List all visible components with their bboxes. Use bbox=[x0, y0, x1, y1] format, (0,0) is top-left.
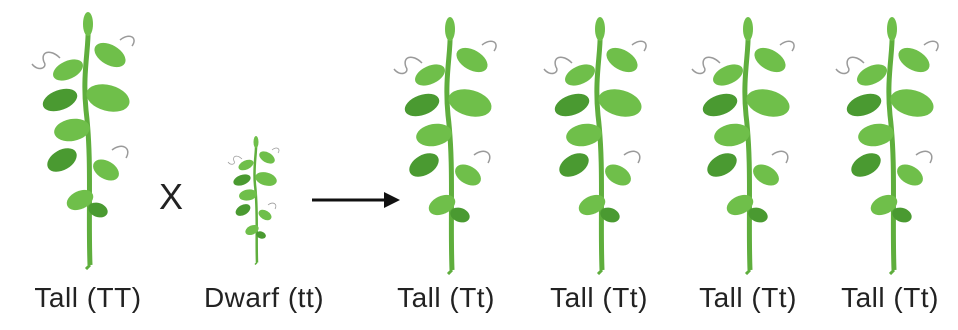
dwarf-parent-plant-icon bbox=[222, 130, 282, 270]
offspring-plant-icon bbox=[824, 15, 944, 275]
offspring-plant-icon bbox=[680, 15, 800, 275]
offspring-plant-icon bbox=[532, 15, 652, 275]
parent-tall-label: Tall (TT) bbox=[34, 282, 141, 314]
cross-symbol: X bbox=[159, 176, 183, 218]
offspring-label: Tall (Tt) bbox=[397, 282, 495, 314]
offspring-label: Tall (Tt) bbox=[699, 282, 797, 314]
offspring-plant-icon bbox=[382, 15, 502, 275]
offspring-label: Tall (Tt) bbox=[841, 282, 939, 314]
tall-parent-plant-icon bbox=[20, 10, 140, 270]
offspring-label: Tall (Tt) bbox=[550, 282, 648, 314]
parent-dwarf-label: Dwarf (tt) bbox=[204, 282, 324, 314]
